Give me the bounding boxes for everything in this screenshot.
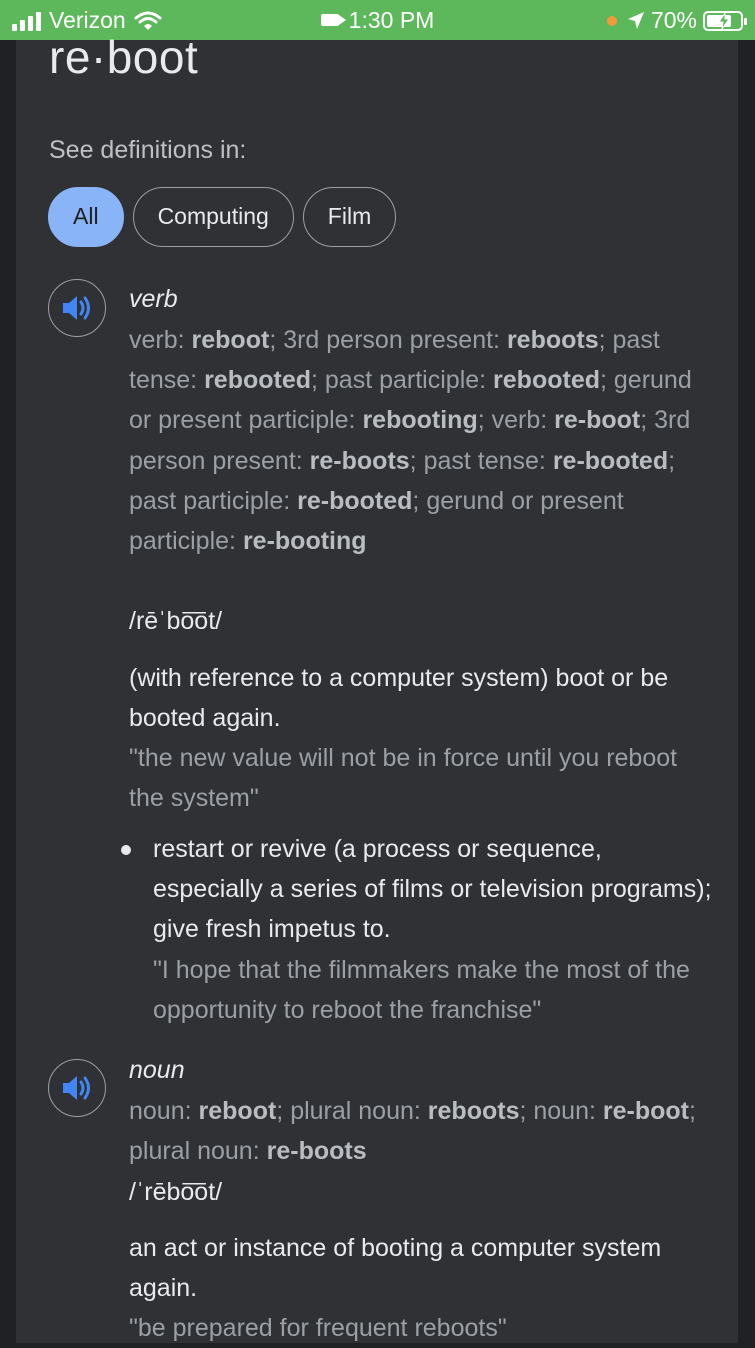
verb-example: "the new value will not be in force unti…	[129, 744, 678, 813]
inflection-form: re-booted	[552, 446, 669, 475]
verb-pronunciation-button[interactable]	[48, 279, 106, 337]
noun-definition: an act or instance of booting a computer…	[129, 1234, 662, 1303]
dictionary-card: re·boot See definitions in: All Computin…	[16, 31, 738, 1343]
inflection-label: noun:	[129, 1097, 199, 1125]
wifi-icon	[134, 11, 162, 30]
inflection-form: re-boot	[602, 1097, 689, 1125]
verb-definition: (with reference to a computer system) bo…	[129, 664, 669, 733]
inflection-form: reboot	[198, 1097, 277, 1125]
speaker-icon	[63, 296, 90, 320]
inflection-label: ; gerund or present participle:	[129, 366, 692, 435]
inflection-form: rebooted	[493, 366, 600, 395]
inflection-form: re-booted	[297, 486, 413, 515]
speaker-icon	[63, 1076, 90, 1100]
location-arrow-icon	[627, 11, 644, 29]
video-camera-icon	[320, 14, 346, 26]
inflection-label: ; verb:	[477, 406, 555, 435]
chip-computing[interactable]: Computing	[132, 187, 294, 247]
inflection-label: ; gerund or present participle:	[129, 486, 624, 556]
inflection-label: ; 3rd person present:	[269, 326, 507, 354]
bullet-marker	[121, 845, 131, 855]
inflection-label: ; past tense:	[129, 326, 660, 395]
noun-pronunciation-button[interactable]	[48, 1059, 106, 1117]
noun-part-of-speech: noun	[129, 1056, 185, 1084]
noun-example: "be prepared for frequent reboots"	[129, 1314, 507, 1342]
inflection-label: ; past tense:	[409, 446, 553, 475]
inflection-label: ; plural noun:	[276, 1097, 428, 1125]
inflection-label: ; noun:	[519, 1097, 603, 1125]
noun-inflections: noun: reboot; plural noun: reboots; noun…	[129, 1091, 714, 1171]
definition-filter-chips: All Computing Film	[48, 187, 397, 247]
inflection-form: reboot	[191, 326, 270, 354]
battery-percent: 70%	[650, 7, 697, 33]
verb-phonetic: /rēˈbo͞ot/	[129, 607, 223, 635]
inflection-form: re-booting	[242, 527, 367, 556]
inflection-form: reboots	[427, 1097, 520, 1125]
verb-sub-example: "I hope that the filmmakers make the mos…	[153, 956, 690, 1025]
see-definitions-label: See definitions in:	[49, 136, 247, 164]
inflection-form: re-boots	[309, 446, 410, 475]
verb-sub-definition: restart or revive (a process or sequence…	[153, 835, 712, 944]
chip-all[interactable]: All	[48, 187, 124, 247]
signal-bars-icon	[12, 11, 41, 31]
recording-indicator-icon	[606, 15, 617, 26]
headword: re·boot	[49, 31, 199, 83]
chip-film[interactable]: Film	[302, 187, 397, 247]
verb-inflections: verb: reboot; 3rd person present: reboot…	[129, 320, 714, 561]
inflection-form: rebooting	[362, 406, 478, 435]
clock-time: 1:30 PM	[348, 7, 435, 33]
inflection-form: rebooted	[204, 366, 312, 395]
verb-part-of-speech: verb	[129, 285, 178, 313]
inflection-label: ; past participle:	[129, 446, 676, 515]
noun-phonetic: /ˈrēbo͞ot/	[129, 1178, 223, 1206]
inflection-form: re-boots	[266, 1137, 367, 1166]
inflection-label: ; 3rd person present:	[129, 406, 691, 475]
status-bar: Verizon 1:30 PM 70%	[0, 0, 755, 40]
battery-charging-icon	[703, 10, 747, 31]
carrier-name: Verizon	[49, 7, 126, 33]
inflection-label: verb:	[129, 326, 192, 354]
inflection-form: reboots	[506, 326, 599, 354]
inflection-label: ; plural noun:	[129, 1097, 696, 1166]
inflection-form: re-boot	[554, 406, 641, 435]
inflection-label: ; past participle:	[311, 366, 494, 395]
